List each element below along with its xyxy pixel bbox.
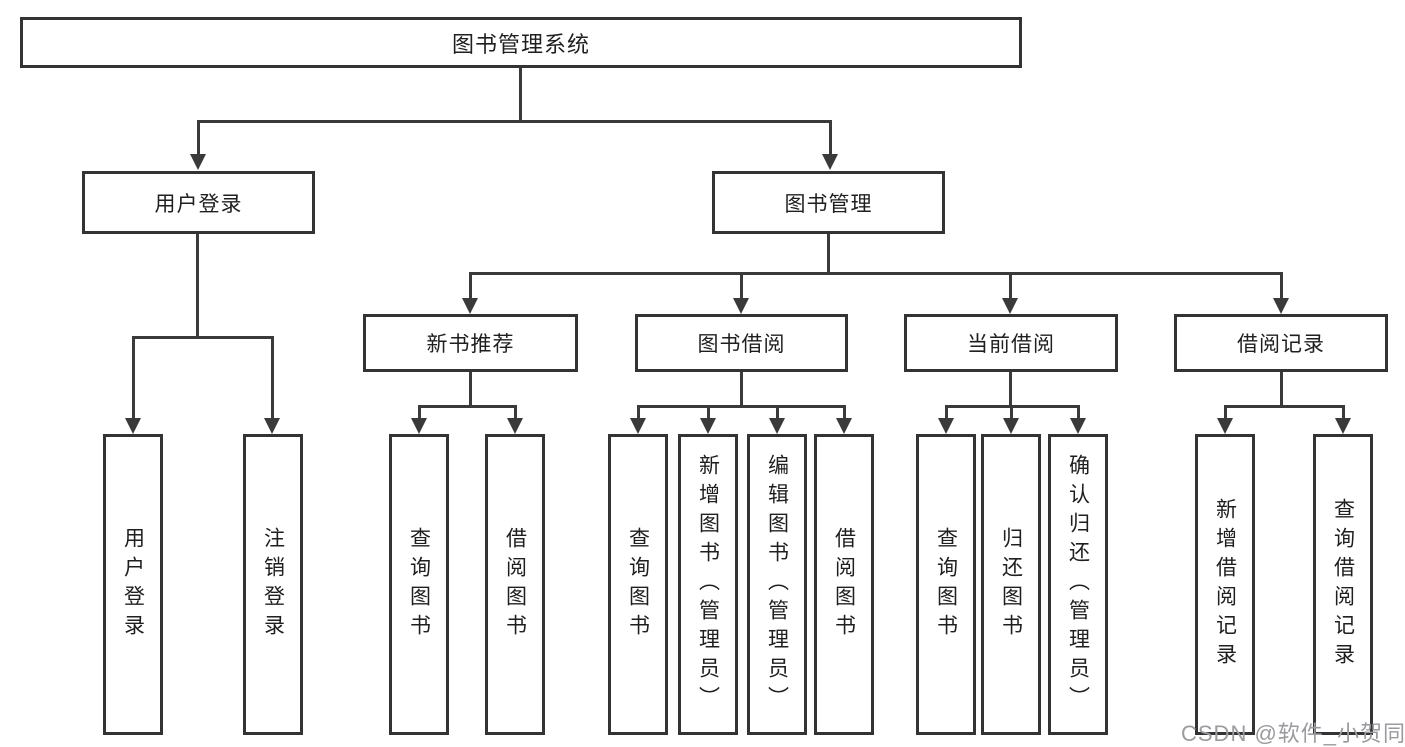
node-current-borrowing: 当前借阅 bbox=[904, 314, 1118, 372]
connector-root-drop bbox=[519, 68, 522, 122]
connector-book-management-drop bbox=[827, 234, 830, 274]
connector-borrowing-records-drop bbox=[1280, 372, 1283, 408]
connector-stem-new-book bbox=[469, 272, 472, 302]
connector-book-borrowing-drop bbox=[740, 372, 743, 408]
connector-stem-bb-borrow bbox=[843, 405, 846, 422]
arrowhead-leaf-logout bbox=[264, 418, 280, 434]
leaf-br-add-record-label: 新增借阅记录 bbox=[1213, 497, 1237, 672]
connector-borrowing-records-rail bbox=[1225, 405, 1344, 408]
node-user-login-label: 用户登录 bbox=[154, 192, 243, 216]
connector-stem-leaf-user-login bbox=[132, 336, 135, 422]
arrowhead-bb-edit bbox=[769, 418, 785, 434]
connector-stem-book-borrowing bbox=[740, 272, 743, 302]
connector-stem-cb-query bbox=[945, 405, 948, 422]
connector-stem-br-query bbox=[1342, 405, 1345, 422]
connector-root-rail bbox=[198, 120, 832, 123]
leaf-br-query-record: 查询借阅记录 bbox=[1313, 434, 1373, 735]
watermark: CSDN @软件_小贺同学 bbox=[1181, 721, 1405, 746]
leaf-cb-confirm-return-admin: 确认归还（管理员） bbox=[1048, 434, 1108, 735]
node-library-management-system-label: 图书管理系统 bbox=[451, 31, 590, 57]
node-new-book-recommendation: 新书推荐 bbox=[363, 314, 578, 372]
arrowhead-nb-query bbox=[411, 418, 427, 434]
connector-stem-bb-edit bbox=[776, 405, 779, 422]
leaf-cb-return-books: 归还图书 bbox=[981, 434, 1041, 735]
leaf-bb-edit-book-admin-label: 编辑图书（管理员） bbox=[765, 454, 789, 715]
node-new-book-recommendation-label: 新书推荐 bbox=[426, 333, 515, 356]
connector-stem-br-add bbox=[1224, 405, 1227, 422]
leaf-bb-borrow-books: 借阅图书 bbox=[814, 434, 874, 735]
connector-stem-nb-query bbox=[418, 405, 421, 422]
arrowhead-book-borrowing bbox=[733, 298, 749, 314]
arrowhead-bb-add bbox=[700, 418, 716, 434]
arrowhead-new-book bbox=[462, 298, 478, 314]
connector-stem-bb-query bbox=[637, 405, 640, 422]
arrowhead-bb-query bbox=[630, 418, 646, 434]
arrowhead-borrowing-records bbox=[1273, 298, 1289, 314]
arrowhead-user-login bbox=[190, 154, 206, 170]
arrowhead-cb-confirm bbox=[1070, 418, 1086, 434]
connector-new-book-drop bbox=[469, 372, 472, 408]
arrowhead-br-query bbox=[1335, 418, 1351, 434]
connector-stem-cb-confirm bbox=[1077, 405, 1080, 422]
leaf-bb-edit-book-admin: 编辑图书（管理员） bbox=[747, 434, 807, 735]
connector-stem-leaf-logout bbox=[271, 336, 274, 422]
node-book-borrowing: 图书借阅 bbox=[635, 314, 848, 372]
node-user-login: 用户登录 bbox=[82, 171, 315, 234]
node-current-borrowing-label: 当前借阅 bbox=[967, 333, 1055, 356]
arrowhead-cb-return bbox=[1003, 418, 1019, 434]
arrowhead-nb-borrow bbox=[507, 418, 523, 434]
leaf-user-login-label: 用户登录 bbox=[121, 526, 145, 643]
leaf-bb-add-book-admin-label: 新增图书（管理员） bbox=[696, 454, 720, 715]
leaf-logout-label: 注销登录 bbox=[261, 526, 285, 643]
connector-stem-book-management bbox=[829, 120, 832, 158]
leaf-bb-query-books-label: 查询图书 bbox=[626, 526, 650, 643]
connector-book-borrowing-rail bbox=[638, 405, 845, 408]
connector-current-borrowing-drop bbox=[1009, 372, 1012, 408]
leaf-bb-borrow-books-label: 借阅图书 bbox=[832, 526, 856, 643]
connector-new-book-rail bbox=[419, 405, 516, 408]
leaf-user-login: 用户登录 bbox=[103, 434, 163, 735]
connector-stem-borrowing-records bbox=[1280, 272, 1283, 302]
connector-stem-bb-add bbox=[707, 405, 710, 422]
connector-user-login-rail bbox=[133, 336, 273, 339]
node-book-borrowing-label: 图书借阅 bbox=[697, 333, 786, 356]
connector-stem-current-borrowing bbox=[1009, 272, 1012, 302]
connector-stem-user-login bbox=[197, 120, 200, 158]
arrowhead-leaf-user-login bbox=[125, 418, 141, 434]
leaf-nb-borrow-books: 借阅图书 bbox=[485, 434, 545, 735]
arrowhead-bb-borrow bbox=[836, 418, 852, 434]
leaf-br-query-record-label: 查询借阅记录 bbox=[1331, 497, 1355, 672]
leaf-bb-query-books: 查询图书 bbox=[608, 434, 668, 735]
leaf-cb-query-books: 查询图书 bbox=[916, 434, 976, 735]
leaf-nb-query-books: 查询图书 bbox=[389, 434, 449, 735]
node-library-management-system: 图书管理系统 bbox=[20, 17, 1022, 68]
leaf-cb-query-books-label: 查询图书 bbox=[934, 526, 958, 643]
node-book-management: 图书管理 bbox=[712, 171, 945, 234]
connector-book-management-rail bbox=[469, 272, 1282, 275]
leaf-bb-add-book-admin: 新增图书（管理员） bbox=[678, 434, 738, 735]
leaf-nb-query-books-label: 查询图书 bbox=[407, 526, 431, 643]
arrowhead-cb-query bbox=[938, 418, 954, 434]
node-borrowing-records: 借阅记录 bbox=[1174, 314, 1388, 372]
connector-stem-nb-borrow bbox=[514, 405, 517, 422]
leaf-cb-return-books-label: 归还图书 bbox=[999, 526, 1023, 643]
leaf-br-add-record: 新增借阅记录 bbox=[1195, 434, 1255, 735]
connector-stem-cb-return bbox=[1010, 405, 1013, 422]
arrowhead-current-borrowing bbox=[1002, 298, 1018, 314]
node-borrowing-records-label: 借阅记录 bbox=[1237, 333, 1325, 356]
connector-user-login-drop bbox=[196, 234, 199, 338]
leaf-cb-confirm-return-admin-label: 确认归还（管理员） bbox=[1066, 454, 1090, 715]
leaf-nb-borrow-books-label: 借阅图书 bbox=[503, 526, 527, 643]
arrowhead-book-management bbox=[822, 154, 838, 170]
leaf-logout: 注销登录 bbox=[243, 434, 303, 735]
arrowhead-br-add bbox=[1217, 418, 1233, 434]
node-book-management-label: 图书管理 bbox=[784, 192, 873, 216]
